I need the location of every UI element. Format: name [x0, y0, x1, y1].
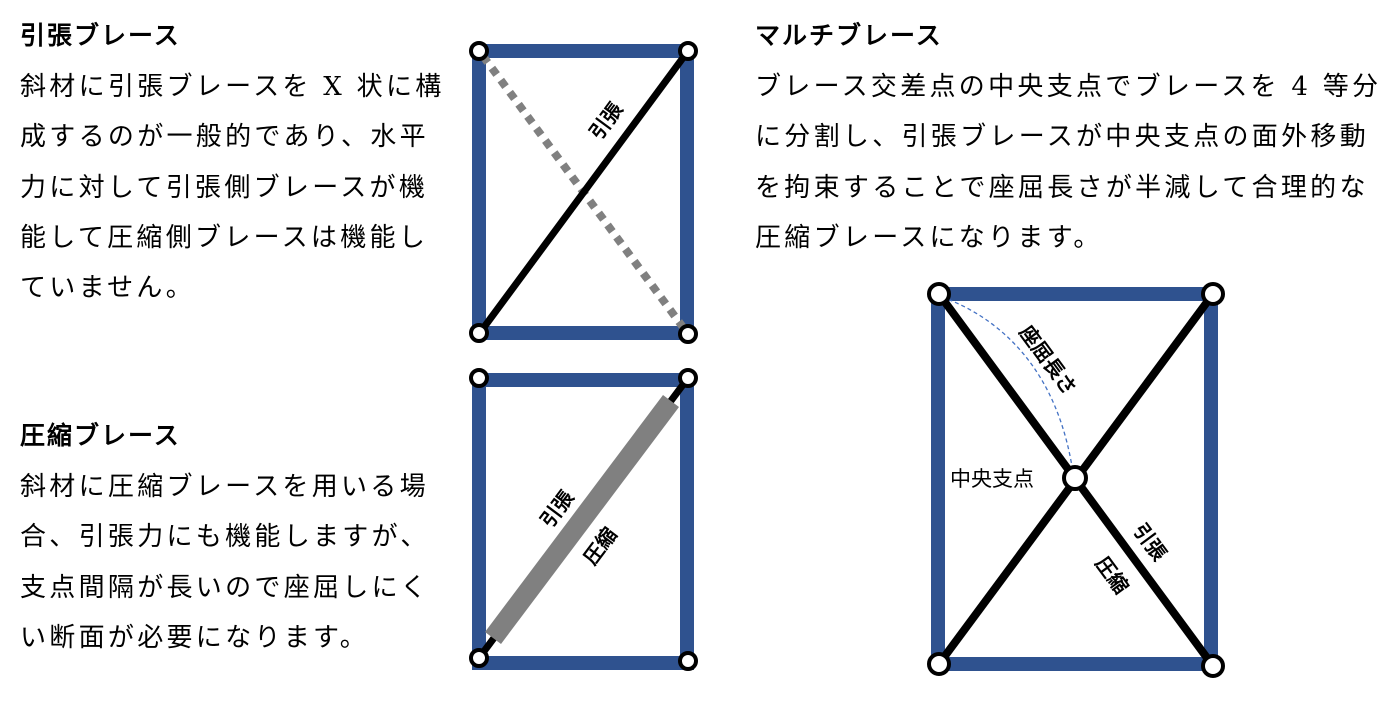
body-line: い断面が必要になります。 — [20, 622, 370, 653]
compression-brace-section: 圧縮ブレース 斜材に圧縮ブレースを用いる場 合、引張力にも機能しますが、 支点間… — [20, 421, 426, 653]
compression-brace-diagram: 引張 圧縮 — [469, 368, 698, 671]
body-line: 圧縮ブレースになります。 — [755, 222, 1103, 253]
buckling-length-label: 座屈長さ — [1015, 321, 1082, 400]
section-title: 引張ブレース — [20, 21, 181, 50]
tension-brace-section: 引張ブレース 斜材に引張ブレースを X 状に構 成するのが一般的であり、水平 力… — [20, 21, 441, 303]
body-line: 支点間隔が長いので座屈しにく — [20, 572, 430, 603]
frame — [931, 287, 1218, 671]
pin-node-bottom-right — [678, 651, 698, 671]
body-line: 合、引張力にも機能しますが、 — [20, 522, 430, 553]
pin-node-top-right — [1201, 282, 1225, 306]
compression-label: 圧縮 — [1090, 552, 1133, 598]
center-support-label: 中央支点 — [950, 467, 1034, 491]
section-title: マルチブレース — [755, 21, 943, 50]
pin-node-bottom-left — [469, 323, 489, 343]
pin-node-bottom-right — [1201, 654, 1225, 678]
frame — [472, 44, 694, 340]
body-line: 斜材に圧縮ブレースを用いる場 — [20, 472, 429, 502]
pin-node-top-right — [678, 41, 698, 61]
pin-node-bottom-left — [469, 648, 489, 668]
body-line: に分割し、引張ブレースが中央支点の面外移動 — [755, 122, 1370, 153]
body-line: 能して圧縮側ブレースは機能し — [20, 222, 429, 253]
body-line: ていません。 — [20, 273, 196, 304]
section-body: 斜材に圧縮ブレースを用いる場 合、引張力にも機能しますが、 支点間隔が長いので座… — [20, 462, 430, 663]
tension-brace-diagram: 引張 — [469, 41, 698, 344]
section-body: ブレース交差点の中央支点でブレースを 4 等分 に分割し、引張ブレースが中央支点… — [755, 62, 1381, 263]
body-line: 力に対して引張側ブレースが機 — [20, 172, 429, 203]
pin-node-top-left — [469, 368, 489, 388]
pin-node-bottom-right — [678, 324, 698, 344]
body-line: ブレース交差点の中央支点でブレースを 4 等分 — [755, 72, 1382, 102]
pin-node-top-left — [469, 41, 489, 61]
center-support-node — [1062, 465, 1088, 491]
body-line: 成するのが一般的であり、水平 — [20, 122, 429, 153]
multi-brace-section: マルチブレース ブレース交差点の中央支点でブレースを 4 等分 に分割し、引張ブ… — [755, 21, 1378, 253]
section-body: 斜材に引張ブレースを X 状に構 成するのが一般的であり、水平 力に対して引張側… — [20, 62, 445, 313]
pin-node-top-left — [927, 282, 951, 306]
body-line: 斜材に引張ブレースを X 状に構 — [20, 72, 445, 102]
tension-brace — [476, 48, 691, 337]
multi-brace-diagram: 座屈長さ 中央支点 引張 圧縮 — [927, 282, 1225, 678]
pin-node-top-right — [678, 368, 698, 388]
pin-node-bottom-left — [927, 652, 951, 676]
buckling-length-guide — [941, 296, 1075, 481]
frame — [472, 373, 694, 670]
section-title: 圧縮ブレース — [20, 421, 181, 450]
compression-brace-member — [485, 394, 679, 645]
body-line: を拘束することで座屈長さが半減して合理的な — [755, 172, 1369, 203]
